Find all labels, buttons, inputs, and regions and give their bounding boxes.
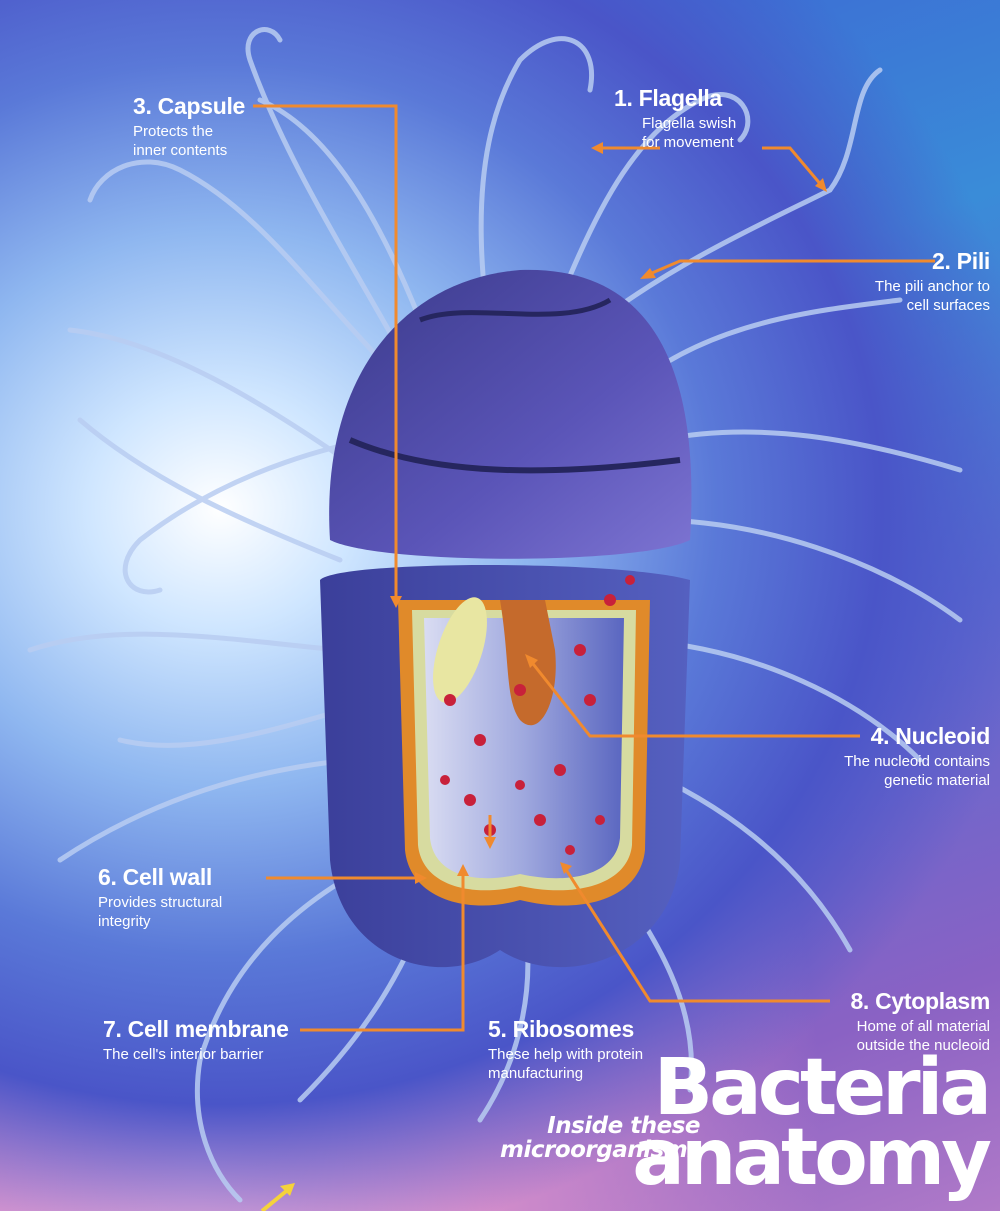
label-desc: Home of all material [770,1017,990,1036]
label-title: 3. Capsule [133,93,293,119]
label-desc: for movement [614,133,774,152]
label-cell-membrane: 7. Cell membrane The cell's interior bar… [103,1016,323,1064]
label-title: 1. Flagella [614,85,774,111]
page-title: Bacteria anatomy [632,1053,988,1193]
label-title: 2. Pili [790,248,990,274]
label-capsule: 3. Capsule Protects the inner contents [133,93,293,160]
label-desc: The pili anchor to [790,277,990,296]
label-nucleoid: 4. Nucleoid The nucleoid contains geneti… [770,723,990,790]
label-desc: The nucleoid contains [770,752,990,771]
label-desc: The cell's interior barrier [103,1045,323,1064]
label-title: 7. Cell membrane [103,1016,323,1042]
label-flagella: 1. Flagella Flagella swish for movement [614,85,774,152]
label-desc: Protects the [133,122,293,141]
label-desc: cell surfaces [790,296,990,315]
label-desc: inner contents [133,141,293,160]
label-title: 6. Cell wall [98,864,268,890]
label-title: 4. Nucleoid [770,723,990,749]
label-desc: genetic material [770,771,990,790]
label-cell-wall: 6. Cell wall Provides structural integri… [98,864,268,931]
label-title: 8. Cytoplasm [770,988,990,1014]
label-desc: integrity [98,912,268,931]
label-desc: Flagella swish [614,114,774,133]
label-desc: Provides structural [98,893,268,912]
title-line-2: anatomy [632,1123,988,1193]
label-pili: 2. Pili The pili anchor to cell surfaces [790,248,990,315]
label-title: 5. Ribosomes [488,1016,708,1042]
